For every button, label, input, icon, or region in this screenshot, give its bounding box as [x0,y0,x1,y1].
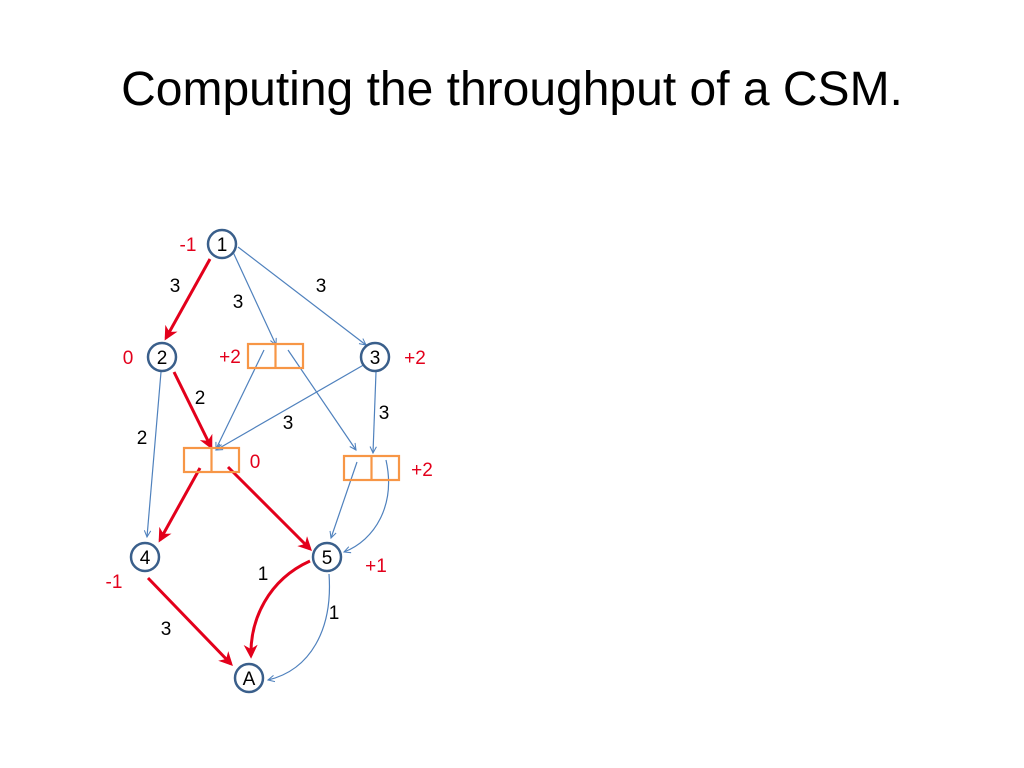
edge-2-to-4 [147,371,162,537]
transition-box-1 [246,342,305,370]
node-A: A [233,662,265,694]
node-2-label: 2 [157,348,168,369]
weight-1-to-2: 3 [170,276,181,297]
potential-node-3: +2 [404,348,426,369]
edge-1-to-3 [237,246,366,345]
potential-node-1: -1 [180,235,197,256]
weight-1-to-3: 3 [316,276,327,297]
node-4: 4 [129,541,161,573]
edge-2-to-box2-red [172,371,213,450]
edge-box1-to-box3 [287,349,356,450]
transition-box-3 [342,454,401,482]
node-3: 3 [359,341,391,373]
node-1-label: 1 [217,235,228,256]
edge-box2-to-5-red [226,465,312,551]
edge-box1-to-box2 [216,349,265,449]
edge-box3-to-5-curve [344,459,390,552]
potential-box-2: 0 [250,452,261,473]
potential-box-1: +2 [219,347,241,368]
transition-box-2 [182,446,241,474]
potential-node-2: 0 [123,348,134,369]
node-5: 5 [311,541,343,573]
edge-5-to-A-blue [268,573,331,680]
edge-3-to-box2 [216,362,368,450]
edge-4-to-A-red [146,576,233,667]
potential-box-3: +2 [411,460,433,481]
edge-box3-to-5 [331,461,358,538]
weight-3-to-box3: 3 [379,403,390,424]
edge-5-to-A-red [243,559,311,659]
weight-5-to-A-blue: 1 [329,603,340,624]
edge-3-to-box3 [373,371,376,453]
node-2: 2 [146,341,178,373]
edge-1-to-box1 [232,251,276,345]
node-4-label: 4 [140,548,151,569]
weight-4-to-A: 3 [161,619,172,640]
potential-node-5: +1 [365,556,387,577]
weight-1-to-box1: 3 [233,292,244,313]
potential-node-4: -1 [106,572,123,593]
weight-3-to-box2: 3 [283,413,294,434]
node-3-label: 3 [370,348,381,369]
slide-title: Computing the throughput of a CSM. [121,63,903,116]
weight-5-to-A-red: 1 [258,564,269,585]
node-5-label: 5 [322,548,333,569]
edge-box2-to-4-red [158,467,202,543]
edge-1-to-2-red [164,258,212,341]
node-A-label: A [243,669,256,690]
weight-2-to-4: 2 [137,428,148,449]
node-1: 1 [206,228,238,260]
weight-2-to-box2: 2 [195,388,206,409]
